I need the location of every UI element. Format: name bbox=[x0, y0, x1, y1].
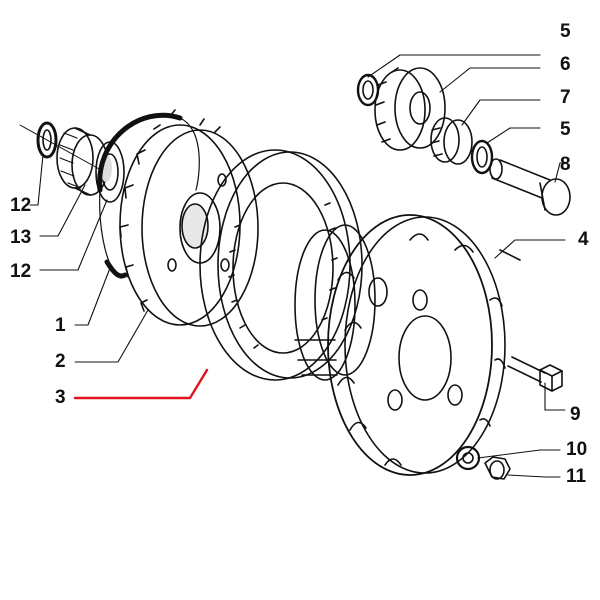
leader-3-highlight bbox=[73, 368, 209, 400]
callout-11: 11 bbox=[566, 466, 587, 487]
leader-12a bbox=[29, 154, 44, 206]
part-7-small-gear bbox=[430, 117, 473, 165]
callout-8: 8 bbox=[560, 154, 571, 175]
callout-1: 1 bbox=[55, 315, 66, 336]
leader-lines bbox=[29, 54, 566, 478]
leader-11 bbox=[507, 474, 561, 478]
part-9-bolt bbox=[507, 356, 563, 392]
callout-5b: 5 bbox=[560, 119, 571, 140]
callout-13: 13 bbox=[10, 227, 32, 248]
part-11-nut bbox=[484, 456, 511, 480]
leader-7 bbox=[461, 99, 541, 126]
part-6-planet-gear bbox=[374, 67, 446, 151]
part-12-snap-ring-left bbox=[36, 121, 58, 159]
part-1-large-ring bbox=[97, 112, 200, 279]
callout-4: 4 bbox=[578, 229, 589, 250]
leader-2 bbox=[74, 309, 149, 363]
part-5-ring-right bbox=[470, 139, 494, 175]
leader-6 bbox=[439, 67, 541, 93]
callout-5a: 5 bbox=[560, 21, 571, 42]
leader-4 bbox=[494, 239, 566, 259]
callout-2: 2 bbox=[55, 351, 66, 372]
part-10-washer bbox=[455, 445, 481, 471]
axis-line bbox=[19, 124, 111, 176]
callout-7: 7 bbox=[560, 87, 571, 108]
part-4-planet-carrier bbox=[327, 214, 521, 476]
leader-5a bbox=[367, 54, 541, 78]
part-2-ring-gear bbox=[119, 109, 259, 327]
callout-10: 10 bbox=[566, 439, 588, 460]
callout-12a: 12 bbox=[10, 195, 32, 216]
leader-8 bbox=[554, 162, 566, 183]
part-8-pin bbox=[489, 158, 571, 216]
leader-10 bbox=[477, 449, 561, 459]
leader-12b bbox=[39, 199, 108, 271]
callout-6: 6 bbox=[560, 54, 571, 75]
leader-9 bbox=[544, 382, 566, 411]
leader-1 bbox=[74, 267, 111, 326]
planet-drum bbox=[294, 224, 376, 381]
callout-12b: 12 bbox=[10, 261, 32, 282]
leader-5b bbox=[486, 127, 541, 144]
leader-13 bbox=[39, 184, 86, 237]
callout-3: 3 bbox=[55, 387, 66, 408]
callout-9: 9 bbox=[570, 404, 581, 425]
